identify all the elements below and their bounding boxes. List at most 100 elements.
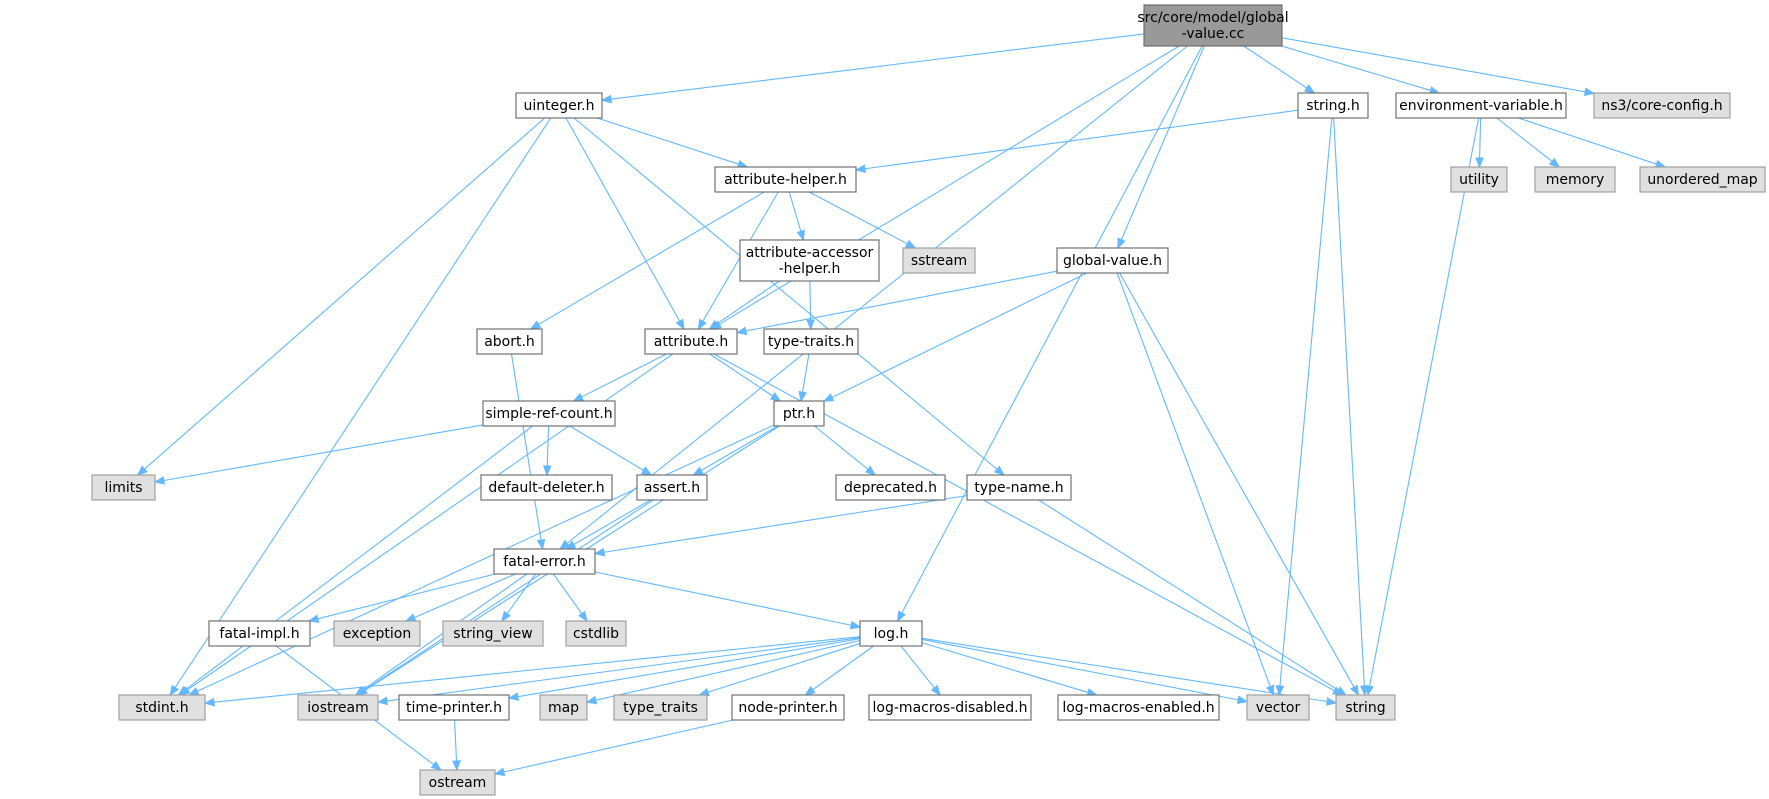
node-label: vector (1256, 700, 1301, 716)
edge-log-to-logmacrosenabled (921, 642, 1098, 697)
node-label: type-traits.h (768, 334, 854, 350)
node-logmacrosdisabled[interactable]: log-macros-disabled.h (868, 694, 1032, 721)
edge-line (1119, 272, 1355, 688)
edge-arrowhead (1583, 87, 1596, 96)
edge-arrowhead (1275, 685, 1285, 697)
node-attraccessor[interactable]: attribute-accessor-helper.h (739, 239, 880, 282)
node-memory: memory (1534, 166, 1616, 193)
edge-line (1369, 117, 1480, 687)
node-uinteger[interactable]: uinteger.h (515, 92, 603, 119)
node-string: string (1335, 694, 1396, 721)
node-simplerefcount[interactable]: simple-ref-count.h (482, 400, 616, 427)
edge-line (506, 573, 537, 614)
node-box (333, 620, 421, 647)
node-log[interactable]: log.h (859, 620, 923, 647)
edge-arrowhead (376, 696, 388, 706)
edge-arrowhead (1325, 697, 1338, 706)
node-string_h[interactable]: string.h (1297, 92, 1369, 119)
node-defaultdeleter[interactable]: default-deleter.h (480, 474, 613, 501)
node-timeprinter[interactable]: time-printer.h (398, 694, 510, 721)
node-box (1246, 694, 1310, 721)
edge-arrowhead (136, 465, 148, 476)
node-box (297, 694, 379, 721)
node-nodeprinter[interactable]: node-printer.h (731, 694, 845, 721)
node-box (442, 620, 544, 647)
edge-fatalerror-to-string_view (501, 573, 537, 623)
edge-arrowhead (849, 620, 862, 630)
node-coreconfig: ns3/core-config.h (1593, 92, 1731, 119)
edge-line (510, 353, 542, 541)
node-typename[interactable]: type-name.h (966, 474, 1072, 501)
edge-log-to-timeprinter (507, 638, 861, 701)
node-type_traits: type_traits (613, 694, 708, 721)
node-label: fatal-error.h (503, 554, 585, 570)
edge-arrowhead (354, 685, 366, 696)
edge-timeprinter-to-ostream (452, 719, 461, 772)
edge-uinteger-to-typename (573, 117, 1005, 476)
edge-line (454, 719, 458, 762)
node-typetraits_h[interactable]: type-traits.h (763, 328, 859, 355)
edge-root-to-string_h (1243, 45, 1316, 94)
node-label: sstream (911, 253, 967, 269)
edge-uinteger-to-attribute (565, 117, 685, 331)
edge-arrowhead (501, 610, 511, 623)
edge-line (1038, 499, 1339, 691)
edge-line (1479, 117, 1482, 159)
edge-arrowhead (564, 540, 577, 550)
edge-nodeprinter-to-ostream (493, 719, 734, 777)
node-label: fatal-impl.h (219, 626, 299, 642)
node-assert[interactable]: assert.h (636, 474, 708, 501)
edge-line (921, 637, 1328, 703)
edge-line (386, 637, 861, 702)
edge-fatalerror-to-cstdlib (552, 573, 588, 623)
node-deprecated[interactable]: deprecated.h (835, 474, 946, 501)
edge-line (552, 573, 583, 614)
node-cstdlib: cstdlib (565, 620, 627, 647)
edge-attrhelper-to-abort (529, 191, 765, 330)
node-attribute[interactable]: attribute.h (644, 328, 738, 355)
node-label: log-macros-disabled.h (873, 700, 1028, 716)
node-label: default-deleter.h (488, 480, 604, 496)
edge-log-to-string (921, 637, 1338, 706)
node-vector: vector (1246, 694, 1310, 721)
node-label: node-printer.h (738, 700, 837, 716)
edge-line (594, 571, 852, 626)
edge-root-to-uinteger (600, 33, 1145, 104)
edge-line (1281, 45, 1431, 91)
edge-attrhelper-to-sstream (808, 191, 917, 249)
node-box (644, 328, 738, 355)
node-label: abort.h (484, 334, 535, 350)
edge-fatalerror-to-log (594, 571, 862, 630)
node-fatalerror[interactable]: fatal-error.h (493, 548, 596, 575)
node-abort[interactable]: abort.h (476, 328, 543, 355)
edge-line (900, 645, 935, 689)
node-label: simple-ref-count.h (485, 406, 612, 422)
node-sstream: sstream (902, 247, 976, 274)
node-logmacrosenabled[interactable]: log-macros-enabled.h (1057, 694, 1220, 721)
node-label: attribute-accessor (746, 245, 874, 261)
edge-arrowhead (1365, 684, 1374, 697)
node-globalvalue[interactable]: global-value.h (1056, 247, 1169, 274)
node-label: stdint.h (135, 700, 188, 716)
edge-line (716, 280, 780, 325)
edge-line (700, 425, 778, 471)
edge-simplerefcount-to-defaultdeleter (542, 425, 552, 477)
edge-arrowhead (572, 392, 585, 402)
edge-line (921, 642, 1089, 693)
edge-line (414, 573, 516, 618)
edge-simplerefcount-to-assert (569, 425, 653, 476)
edge-attrhelper-to-attraccessor (788, 191, 805, 242)
node-envvar[interactable]: environment-variable.h (1395, 92, 1567, 119)
node-fatalimpl[interactable]: fatal-impl.h (208, 620, 311, 647)
node-label: ns3/core-config.h (1601, 98, 1722, 114)
edge-arrowhead (177, 685, 189, 696)
node-ptr[interactable]: ptr.h (773, 400, 825, 427)
node-attrhelper[interactable]: attribute-helper.h (714, 166, 857, 193)
edge-arrowhead (187, 687, 200, 696)
edge-line (1496, 117, 1553, 162)
edge-arrowhead (806, 319, 815, 331)
node-label: attribute.h (654, 334, 728, 350)
node-box (539, 694, 588, 721)
edge-arrowhead (559, 539, 571, 550)
